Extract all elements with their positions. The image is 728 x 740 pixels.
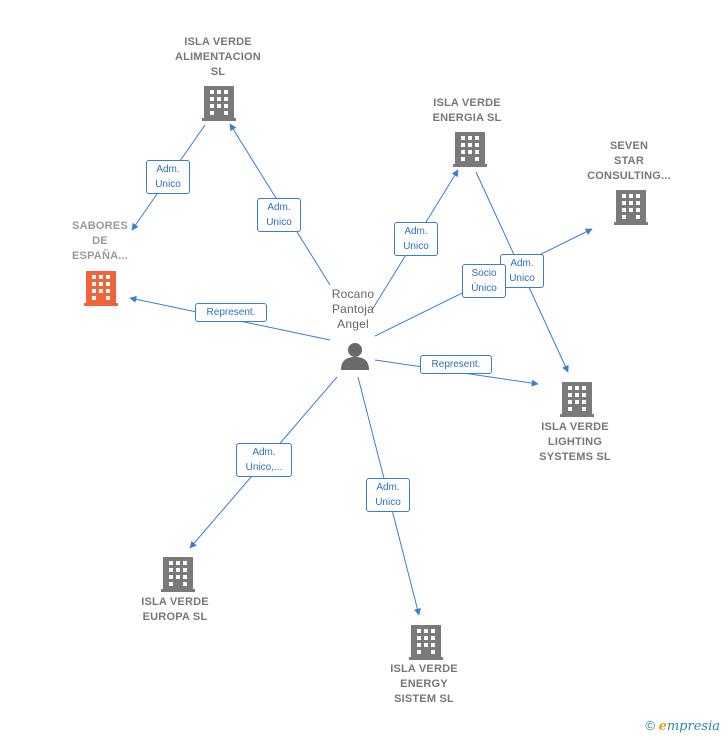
relation-tag-person-energia: Adm. Unico (394, 222, 438, 256)
company-label-sabores[interactable]: SABORES DE ESPAÑA... (72, 220, 128, 262)
building-icon[interactable] (453, 132, 487, 167)
brand-logo-text: mpresia (666, 719, 720, 734)
company-label-energy[interactable]: ISLA VERDE ENERGY SISTEM SL (390, 663, 458, 705)
relation-tag-alimentacion-sabores: Adm. Unico (146, 160, 190, 194)
brand-logo-initial: e (658, 719, 667, 734)
relation-tag-energia-lighting: Adm. Unico (500, 254, 544, 288)
company-label-lighting[interactable]: ISLA VERDE LIGHTING SYSTEMS SL (539, 421, 611, 463)
footer-brand: © empresia (645, 718, 720, 734)
relation-tag-person-sabores: Represent. (195, 303, 267, 322)
relation-tag-person-energy: Adm. Unico (366, 478, 410, 512)
relation-tag-person-lighting: Represent. (420, 355, 492, 374)
building-icon[interactable] (84, 271, 118, 306)
company-label-energia[interactable]: ISLA VERDE ENERGIA SL (432, 97, 502, 124)
person-icon[interactable] (341, 343, 369, 370)
building-icon[interactable] (560, 382, 594, 417)
building-icon[interactable] (161, 557, 195, 592)
company-label-seven[interactable]: SEVEN STAR CONSULTING... (587, 140, 671, 182)
building-icon[interactable] (409, 625, 443, 660)
relation-tag-person-europa: Adm. Unico,... (236, 443, 292, 477)
building-icon[interactable] (614, 190, 648, 225)
copyright-icon: © (645, 718, 655, 733)
company-label-europa[interactable]: ISLA VERDE EUROPA SL (141, 596, 209, 623)
building-icon[interactable] (202, 86, 236, 121)
company-label-alimentacion[interactable]: ISLA VERDE ALIMENTACION SL (175, 36, 261, 78)
relation-tag-person-seven: Socio Único (462, 264, 506, 298)
relation-tag-person-alimentacion: Adm. Unico (257, 198, 301, 232)
person-label[interactable]: Rocano Pantoja Angel (331, 287, 375, 331)
